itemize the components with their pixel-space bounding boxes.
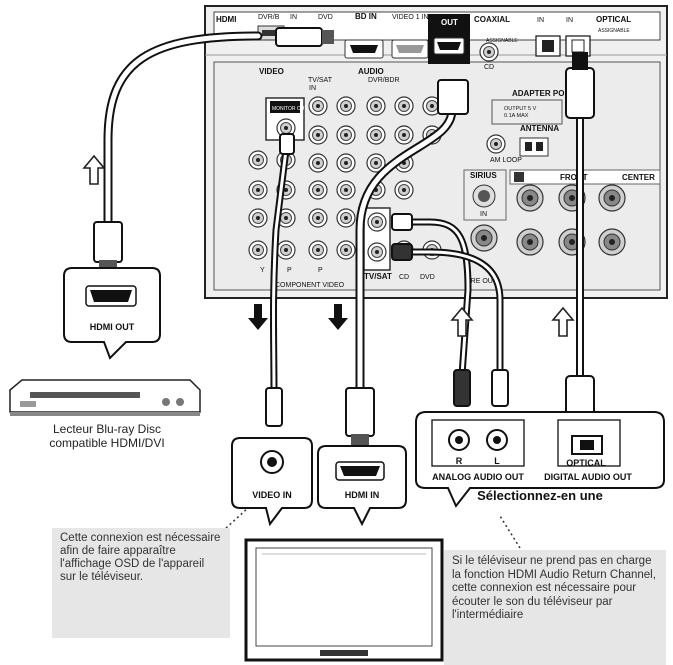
front-label: FRONT (560, 173, 588, 182)
video-tvsat-label: TV/SAT (308, 77, 333, 84)
hdmi-out-callout: HDMI OUT (63, 267, 161, 360)
antenna-label: ANTENNA (520, 124, 559, 133)
preout-label: PRE OUT (466, 278, 498, 285)
dvr-bdr-label: DVR/B (258, 14, 280, 21)
component-video-label: COMPONENT VIDEO (275, 282, 345, 289)
component-y-label: Y (260, 267, 265, 274)
arrow-down-icon (328, 304, 348, 330)
tvsat-bottom-label: TV/SAT (364, 272, 392, 281)
coaxial-jack[interactable] (479, 42, 499, 62)
am-loop-label: AM LOOP (490, 157, 522, 164)
hdmi-out-callout-label: HDMI OUT (90, 322, 135, 332)
adapter-amp-label: 0.1A MAX (504, 113, 529, 119)
adapter-port-label: ADAPTER PORT (512, 89, 575, 98)
adapter-output-label: OUTPUT 5 V (504, 106, 537, 112)
arrow-up-icon (83, 155, 105, 185)
arrow-up-icon (552, 307, 574, 337)
arrow-down-icon (248, 304, 268, 330)
optical-out-label: OPTICAL (566, 458, 606, 468)
hdmi-in-label: IN (290, 14, 297, 21)
sirius-in-label: IN (480, 211, 487, 218)
video-section-label: VIDEO (259, 67, 284, 76)
video-in-callout: VIDEO IN (231, 437, 313, 527)
component-pr-label: P (318, 267, 323, 274)
audio-section-label: AUDIO (358, 67, 384, 76)
note-osd-connection: Cette connexion est nécessaire afin de f… (52, 528, 230, 638)
video1-in-label: VIDEO 1 IN (392, 14, 429, 21)
bd-in-label: BD IN (355, 12, 377, 21)
optical-port-1[interactable] (535, 35, 561, 57)
sirius-label: SIRIUS (470, 171, 497, 180)
note-audio-return-channel: Si le téléviseur ne prend pas en charge … (444, 550, 666, 665)
coaxial-cd-label: CD (484, 64, 494, 71)
hdmi-in-callout: HDMI IN (317, 445, 407, 527)
video-in-callout-label: VIDEO IN (252, 490, 292, 500)
antenna-jack[interactable] (486, 134, 506, 154)
assignable-label: ASSIGNABLE (486, 38, 518, 44)
cd-bottom-label: CD (399, 274, 409, 281)
hdmi-port-video1-in[interactable] (391, 39, 429, 59)
bluray-player (9, 379, 201, 416)
leader-line-right (499, 515, 521, 549)
center-label: CENTER (622, 173, 655, 182)
optical-port-2[interactable] (565, 35, 591, 57)
audio-out-callout: R L ANALOG AUDIO OUT OPTICAL DIGITAL AUD… (415, 411, 665, 508)
video-tvsat-in-label: IN (309, 85, 316, 92)
leader-line-left (225, 507, 249, 529)
monitor-out-label: MONITOR OUT (272, 106, 307, 112)
digital-audio-out-label: DIGITAL AUDIO OUT (544, 472, 632, 482)
optical-label: OPTICAL (596, 15, 631, 24)
hdmi-section-label: HDMI (216, 15, 236, 24)
cables (103, 31, 584, 397)
hdmi-in-callout-label: HDMI IN (345, 490, 380, 500)
hdmi-out-label: OUT (441, 18, 458, 27)
hdmi-out-port[interactable] (428, 14, 470, 64)
bluray-caption-line2: compatible HDMI/DVI (49, 436, 165, 450)
audio-l-label: L (494, 456, 500, 466)
optical-assignable-label: ASSIGNABLE (598, 28, 630, 34)
dvd-bottom-label: DVD (420, 274, 435, 281)
audio-r-label: R (456, 456, 463, 466)
bluray-caption-line1: Lecteur Blu-ray Disc (52, 422, 162, 436)
component-pb-label: P (287, 267, 292, 274)
bluray-caption: Lecteur Blu-ray Disc compatible HDMI/DVI (22, 422, 192, 450)
select-one-label: Sélectionnez-en une (477, 488, 603, 503)
optical-in-label-1: IN (537, 17, 544, 24)
hdmi-port-bd-in[interactable] (344, 39, 384, 59)
coaxial-label: COAXIAL (474, 15, 510, 24)
dvd-label: DVD (318, 14, 333, 21)
optical-in-label-2: IN (566, 17, 573, 24)
tvsat-audio-in-jacks[interactable] (363, 207, 391, 271)
analog-audio-out-label: ANALOG AUDIO OUT (432, 472, 524, 482)
television (244, 538, 444, 662)
audio-dvr-bdr-label: DVR/BDR (368, 77, 400, 84)
